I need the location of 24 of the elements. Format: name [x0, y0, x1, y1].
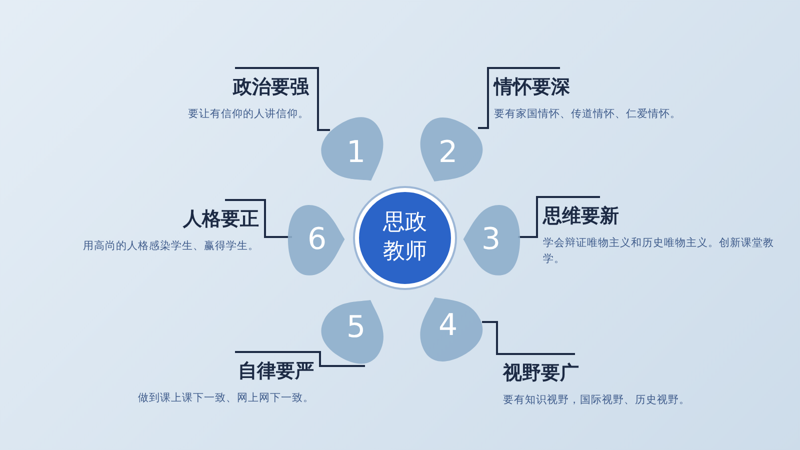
point-heading: 自律要严 — [237, 360, 314, 383]
leader-line — [235, 67, 330, 131]
point-heading: 人格要正 — [182, 208, 259, 231]
petal-number: 3 — [480, 225, 502, 255]
point-description: 要有知识视野，国际视野、历史视野。 — [503, 392, 691, 408]
leader-line — [235, 351, 365, 367]
point-description: 做到课上课下一致、网上网下一致。 — [137, 390, 314, 406]
point-description: 用高尚的人格感染学生、赢得学生。 — [82, 238, 259, 254]
petal-number: 1 — [345, 138, 367, 168]
petal-number: 6 — [306, 225, 328, 255]
petal-number: 2 — [437, 138, 459, 168]
point-heading: 视野要广 — [503, 362, 580, 385]
leader-line — [478, 67, 560, 129]
petal-number: 5 — [345, 313, 367, 343]
point-description: 要让有信仰的人讲信仰。 — [187, 106, 309, 122]
center-title: 思政教师 — [382, 209, 428, 266]
point-description: 要有家国情怀、传道情怀、仁爱情怀。 — [494, 106, 682, 122]
point-description: 学会辩证唯物主义和历史唯物主义。创新课堂教学。 — [543, 236, 775, 267]
leader-line — [482, 321, 575, 355]
point-heading: 思维要新 — [543, 205, 620, 228]
petal-number: 4 — [437, 311, 459, 341]
point-heading: 情怀要深 — [494, 76, 571, 99]
leader-line — [518, 196, 600, 238]
point-heading: 政治要强 — [232, 76, 309, 99]
